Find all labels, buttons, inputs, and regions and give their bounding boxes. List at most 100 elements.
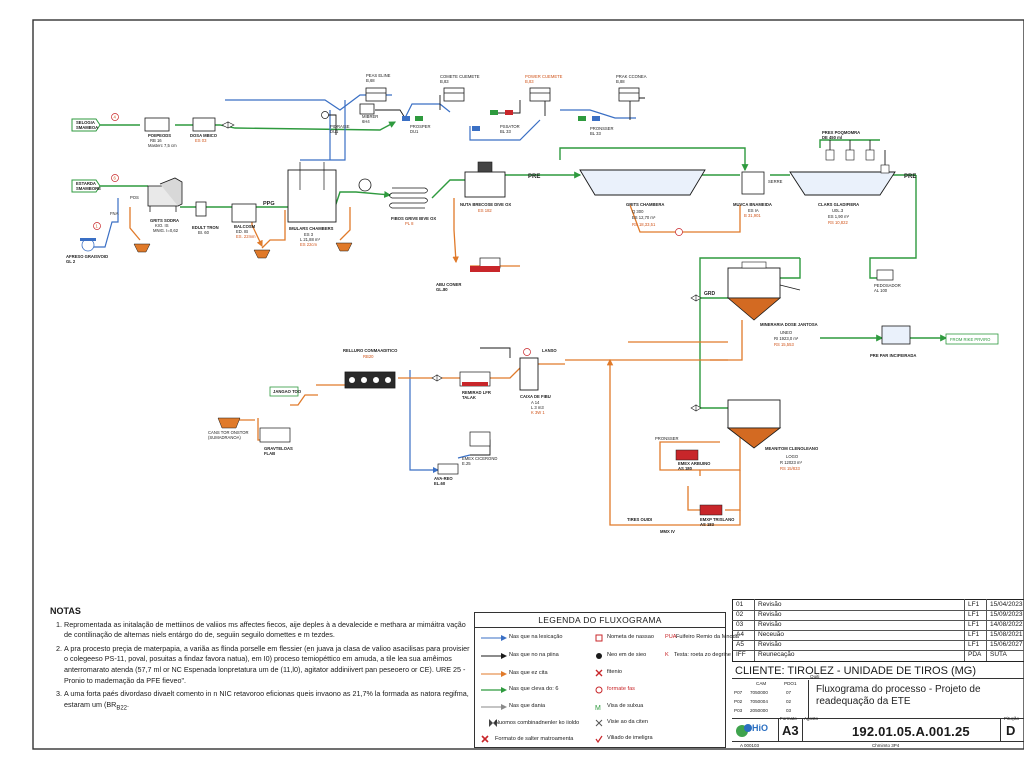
legend-item-13: Visie ao da citen xyxy=(607,719,648,725)
notes-title: NOTAS xyxy=(50,606,81,616)
mineraria-unit xyxy=(726,261,782,321)
footer-left: A 000103 xyxy=(740,743,760,748)
grd-label: GRD xyxy=(704,291,716,297)
note-3-sub: B22 xyxy=(116,705,128,712)
sludge-funnel-3 xyxy=(335,242,353,252)
revision-value: D xyxy=(1006,723,1016,738)
pre-label-2: PRE xyxy=(904,174,916,180)
legend-line-black xyxy=(481,653,507,659)
footer-right: Chmimto 3P4 xyxy=(872,743,900,748)
mineraria-label: MINERARIA DOSE JANTOSA xyxy=(760,322,818,327)
note-3-end: . xyxy=(127,699,130,709)
nuta-brecose-code: ES 182 xyxy=(478,208,492,213)
legend-line-blue xyxy=(481,635,507,641)
svg-text:M: M xyxy=(595,705,601,711)
mineraria-c2: RI 1923,0 m³ xyxy=(774,336,799,341)
prosser-label: PRONSSER xyxy=(655,436,679,441)
meantom-c2: R 12023 m³ xyxy=(780,460,802,465)
caixa-c1: A 14 xyxy=(531,400,540,405)
legend-m-icon: M xyxy=(595,705,601,711)
edult-tron-label: EDULT TRON xyxy=(192,225,219,230)
belt-press-label: RELLURO CONMAADITICO xyxy=(343,348,398,353)
agoste-label: Agosto xyxy=(804,716,819,721)
logo: HiO xyxy=(732,719,774,741)
sheet-border xyxy=(32,19,1024,750)
node-3 xyxy=(675,228,683,236)
belt-press-code: RB20 xyxy=(363,354,374,359)
screen-unit-label: POIIPEODS xyxy=(148,133,171,138)
imular-label: IMULARS CHAMBERS xyxy=(289,226,334,231)
aerators xyxy=(825,149,890,174)
node-4-label: 4 xyxy=(114,115,117,120)
emex-cicerot-unit xyxy=(469,431,491,447)
legend-item-8: Nometa de nassao xyxy=(607,634,654,640)
legend-line-orange xyxy=(481,671,507,677)
node-1 xyxy=(93,222,101,230)
cams-unit xyxy=(217,417,241,429)
dosing-pumps xyxy=(321,110,600,131)
mmx-label: MMX IV xyxy=(660,529,675,534)
heat-exchanger xyxy=(389,187,428,209)
node-6-label: 6 xyxy=(114,176,117,181)
emxp-unit xyxy=(699,504,723,516)
legend-circle-icon xyxy=(596,653,602,659)
drawing-title: Fluxograma do processo - Projeto de read… xyxy=(816,684,981,707)
lancao-label: LANSO xyxy=(542,348,557,353)
grits-sodra-unit xyxy=(147,177,183,212)
grits-chambera-label: GRITS CHAMBERA xyxy=(626,202,664,207)
legend-item-12: Visa de sulxua xyxy=(607,703,644,709)
muvca-c2: B 31,901 xyxy=(744,213,761,218)
dosa-mbico-label: DOSA MBICO xyxy=(190,133,218,138)
legend-check-icon xyxy=(595,735,603,743)
imular-c3: ES 22cm xyxy=(300,242,318,247)
legend-item-1: Nas que na lesicação xyxy=(509,634,563,640)
legend-cross-icon xyxy=(481,735,489,743)
final-outlet xyxy=(945,333,999,345)
edult-tron-code: BI. 60 xyxy=(198,230,210,235)
legend-box: LEGENDA DO FLUXOGRAMA Nas que na lesicaç… xyxy=(474,612,739,748)
legend-gauge-icon xyxy=(595,686,603,694)
note-1: Repromentada as initalação de mettiinos … xyxy=(64,620,470,641)
nuta-brecose-unit xyxy=(464,161,506,198)
screen-unit-code: RB 16 xyxy=(150,138,162,143)
legend-k-prefix: K xyxy=(665,652,669,658)
drawing-number: 192.01.05.A.001.25 xyxy=(852,724,970,739)
legend-item-3: Nas que ez cita xyxy=(509,670,548,676)
pre-par-label: PRE PAR INCIFEIRADA xyxy=(870,353,916,358)
notes-section: NOTAS Repromentada as initalação de mett… xyxy=(50,606,470,717)
edult-tron-unit xyxy=(195,201,207,217)
grits-chambera-basin xyxy=(579,169,706,196)
fibos-code: PL 8 xyxy=(405,221,414,226)
pre-label-1: PRE xyxy=(528,174,540,180)
screen-unit xyxy=(144,117,170,132)
legend-title: LEGENDA DO FLUXOGRAMA xyxy=(475,613,725,628)
legend-valve-icon xyxy=(489,719,497,727)
balcosm-c1: ED. IB xyxy=(236,229,248,234)
legend-line-green xyxy=(481,687,507,693)
mineraria-c3: RS 15,553 xyxy=(774,342,794,347)
balcosm-label: BALCOSM xyxy=(234,224,256,229)
pos-label: POS xyxy=(130,195,139,200)
muvca-label: MUVCA BNAMEIDA xyxy=(733,202,772,207)
small-table: CAM PDO1 Quiti P07 7050000 07 P02 705000… xyxy=(732,674,819,718)
clars-label: CLARS GLADIFIERA xyxy=(818,202,859,207)
jangao-label: JANGAO TOO xyxy=(273,389,302,394)
